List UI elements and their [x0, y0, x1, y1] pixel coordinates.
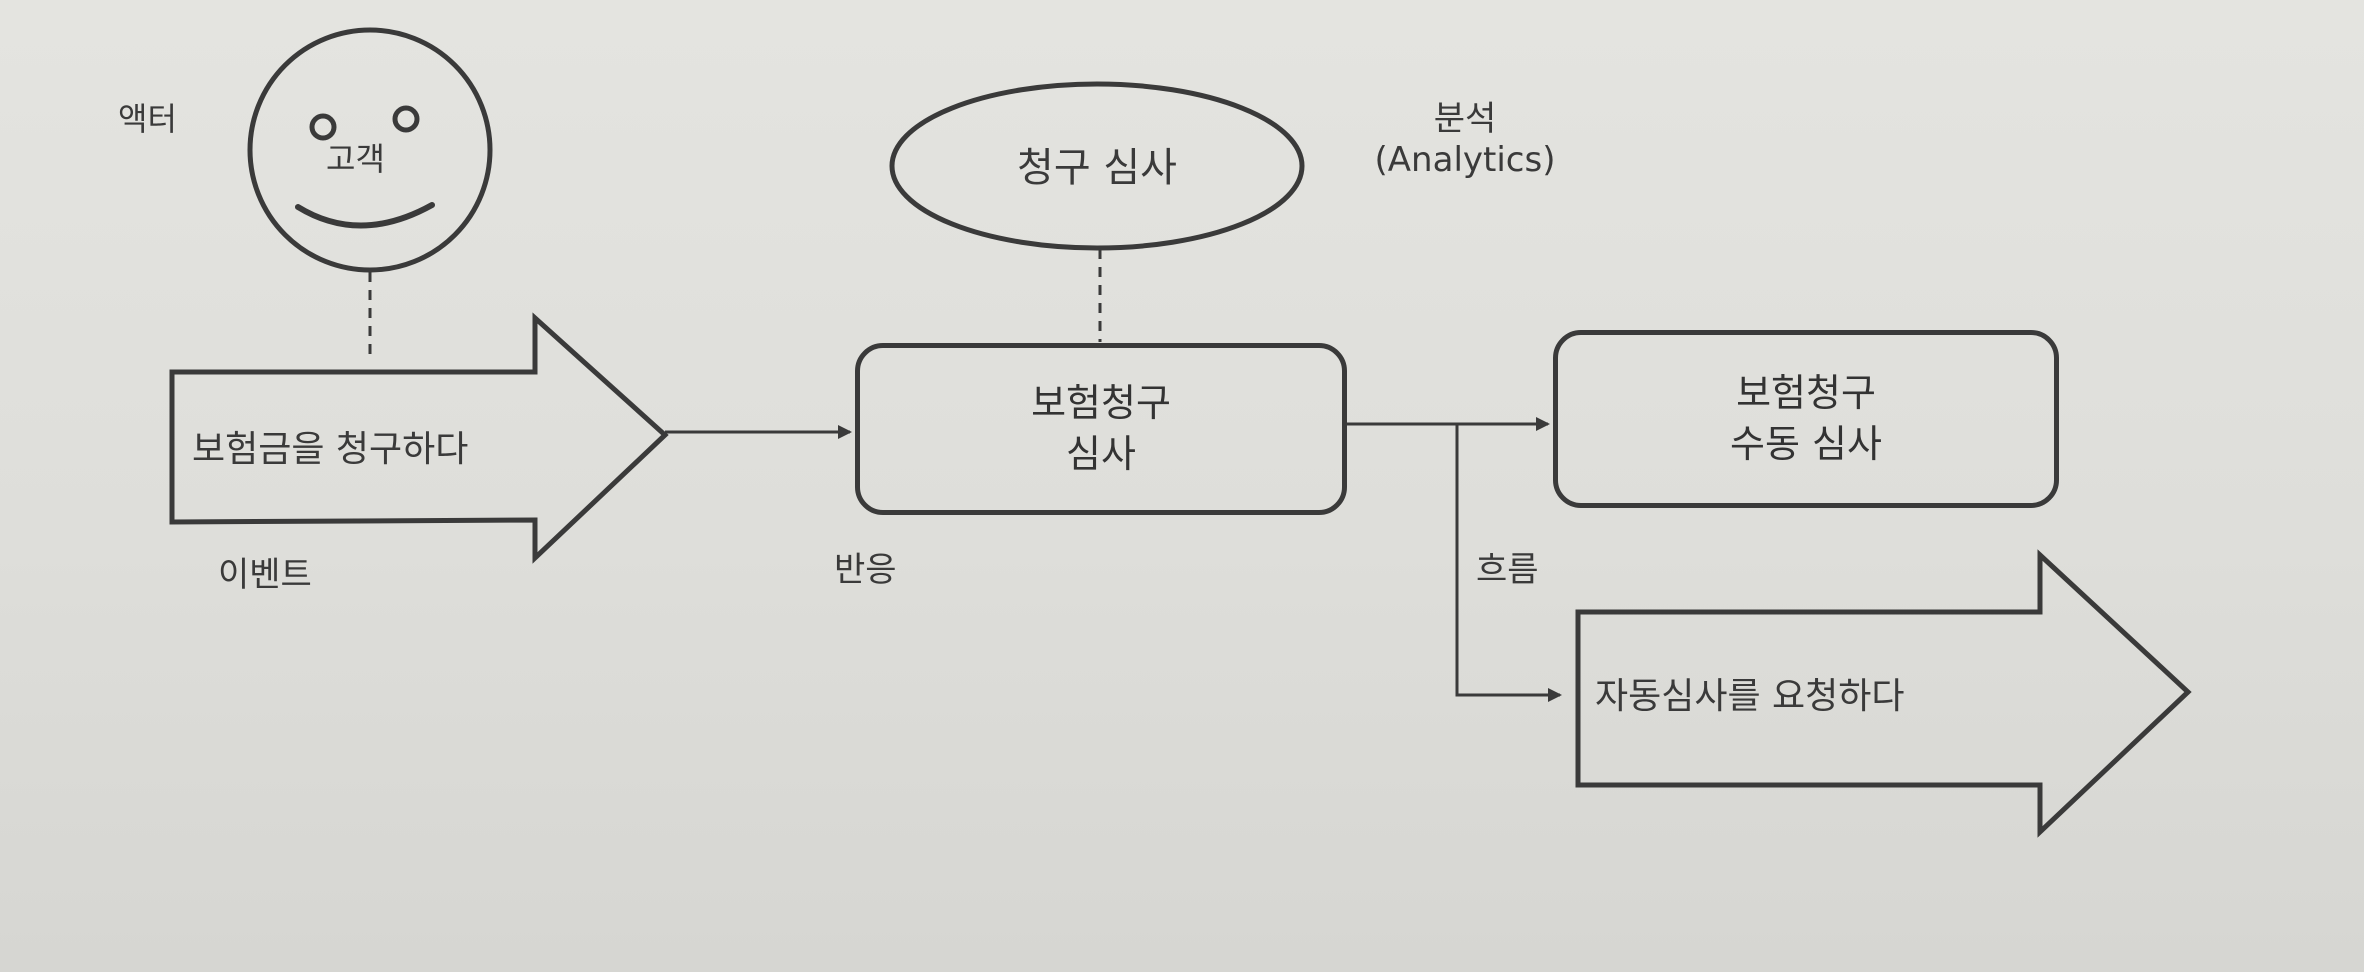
branch-to-flow-arrow [1455, 424, 1562, 702]
event-caption: 이벤트 [218, 555, 312, 595]
event-arrow-text: 보험금을 청구하다 [192, 429, 469, 470]
manual-review-box: 보험청구 수동 심사 [1553, 330, 2059, 508]
reaction-caption: 반응 [834, 550, 897, 590]
analytics-caption-line1: 분석 [1433, 99, 1497, 140]
reaction-box-text: 보험청구 심사 [1031, 380, 1171, 476]
manual-review-box-text: 보험청구 수동 심사 [1730, 370, 1882, 466]
analytics-ellipse [889, 81, 1305, 251]
reaction-box: 보험청구 심사 [855, 343, 1347, 515]
analytics-caption-line2: (Analytics) [1374, 140, 1556, 180]
flow-block-arrow [1575, 549, 2192, 838]
actor-caption: 액터 [118, 100, 177, 138]
actor-smiley-icon [247, 27, 493, 273]
analytics-caption: 분석 (Analytics) [1375, 99, 1556, 181]
analytics-ellipse-text: 청구 심사 [1017, 145, 1177, 191]
flow-arrow-text: 자동심사를 요청하다 [1595, 676, 1905, 717]
event-block-arrow [169, 312, 669, 564]
flow-caption: 흐름 [1476, 550, 1539, 590]
actor-name: 고객 [326, 140, 385, 178]
